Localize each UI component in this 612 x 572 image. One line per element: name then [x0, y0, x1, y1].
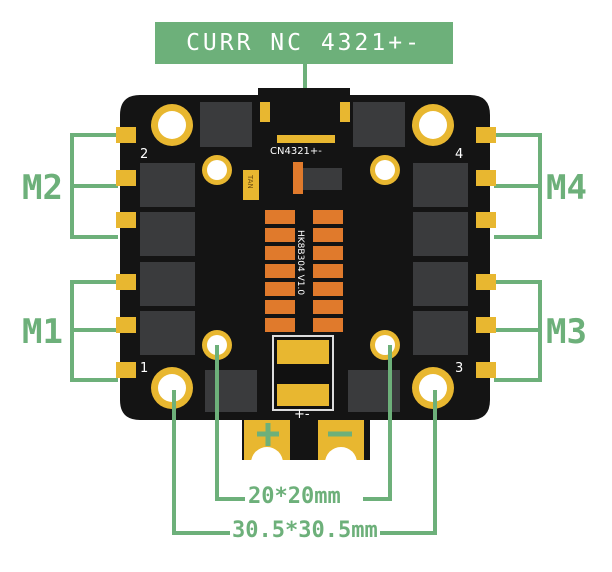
connector-label: CURR NC 4321+-	[155, 22, 453, 64]
corner-2: 2	[140, 147, 148, 162]
motor-label-m4: M4	[546, 168, 587, 208]
tan-silk: TAN	[246, 174, 254, 189]
annotation-lines	[70, 62, 542, 382]
corner-1: 1	[140, 361, 148, 376]
corner-4: 4	[455, 147, 463, 162]
dimension-inner: 20*20mm	[246, 484, 343, 509]
corner-3: 3	[455, 361, 463, 376]
resistors	[265, 162, 343, 332]
connector-silk: CN4321+-	[270, 146, 322, 157]
mounting-holes	[151, 104, 454, 409]
dimension-lines	[172, 345, 437, 535]
motor-label-m2: M2	[22, 168, 63, 208]
power-silk: +-	[294, 407, 310, 422]
mosfets	[140, 102, 468, 412]
motor-label-m1: M1	[22, 312, 63, 352]
board-silk: HK8B304 V1.0	[295, 230, 305, 295]
tantalum-capacitor	[243, 170, 259, 200]
motor-label-m3: M3	[546, 312, 587, 352]
motor-pads	[116, 127, 496, 378]
dimension-outer: 30.5*30.5mm	[230, 518, 380, 543]
